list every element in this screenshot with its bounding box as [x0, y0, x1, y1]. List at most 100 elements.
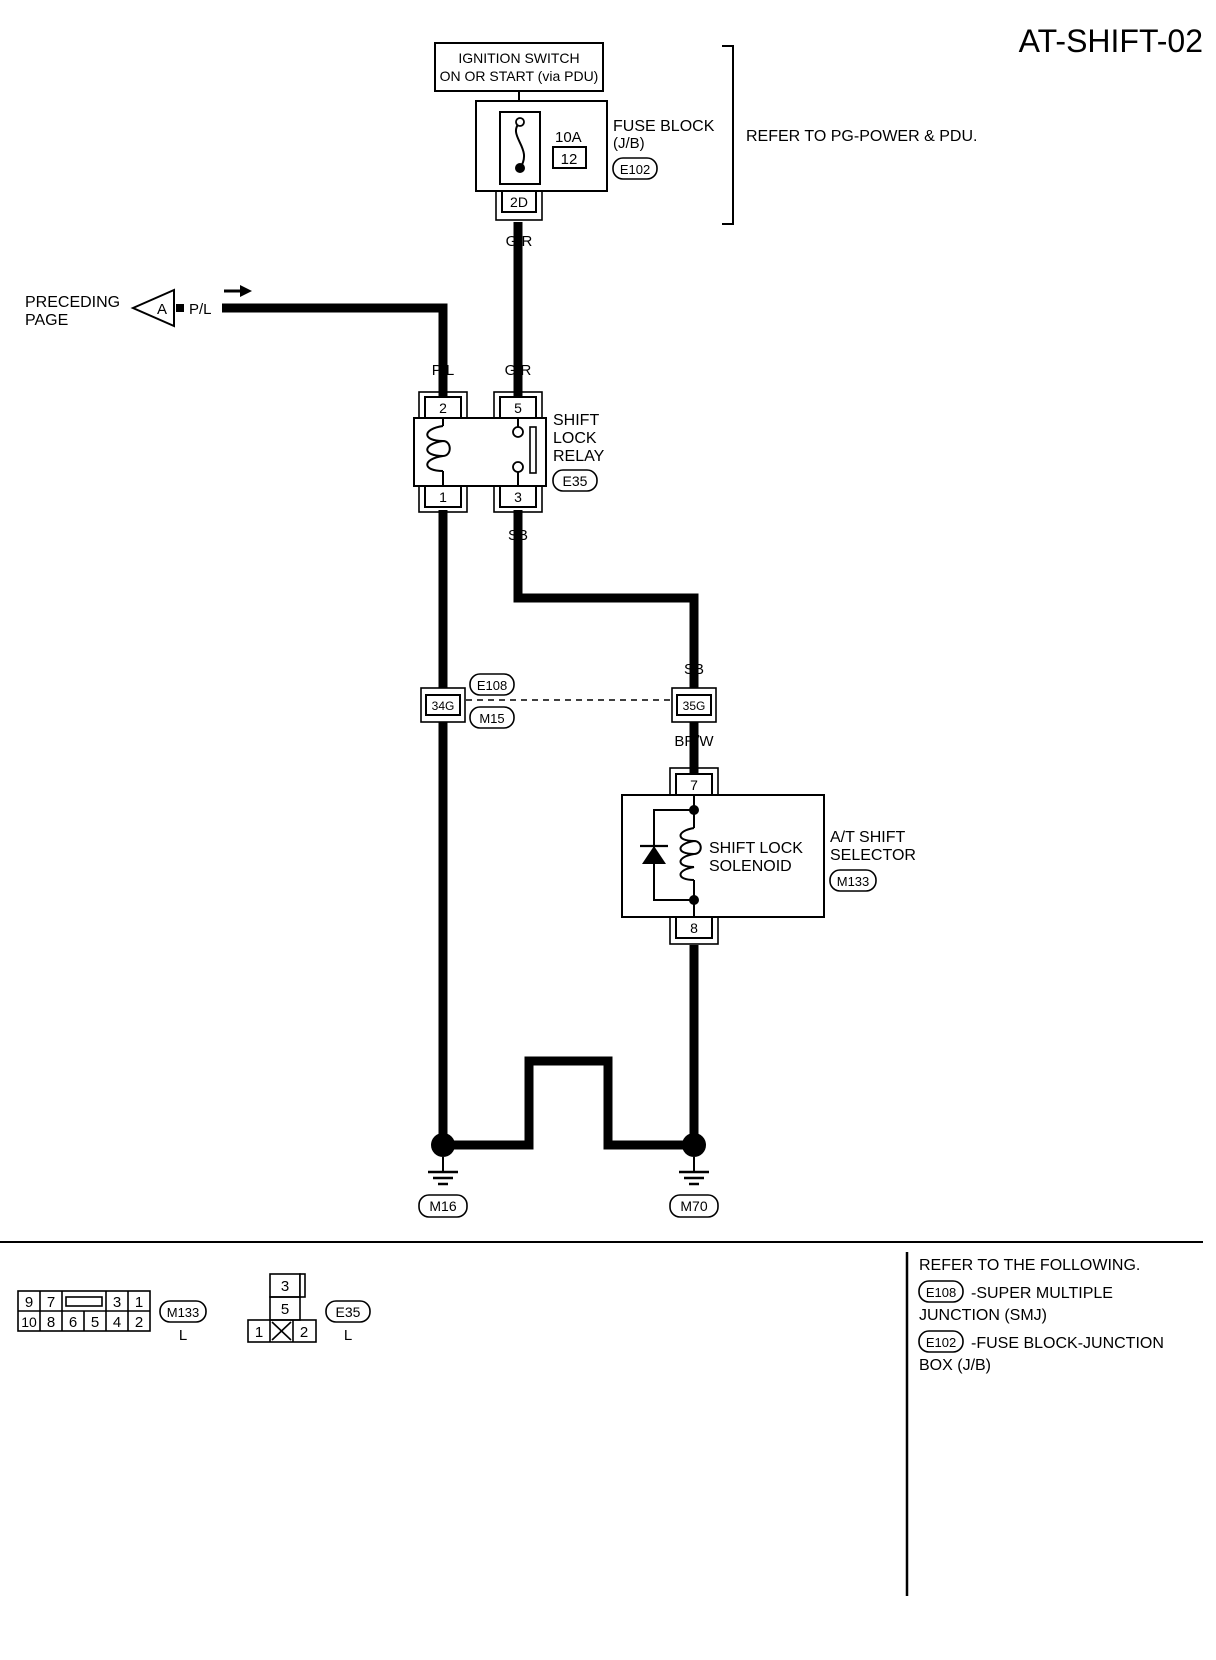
wire-label-b-selector: B [689, 963, 699, 980]
refer-bracket [722, 45, 734, 225]
refer-power-note: REFER TO PG-POWER & PDU. [746, 128, 977, 145]
relay-coil-icon [426, 418, 451, 486]
wire-label-sb-relay: SB [508, 527, 528, 544]
ground-m16-icon [428, 1133, 458, 1186]
refer-item-1-badge [918, 1280, 964, 1303]
wire-label-pl-preceding: P/L [189, 301, 212, 318]
fuse-bottom-dot [515, 163, 525, 173]
m133-pin-5: 5 [91, 1314, 99, 1331]
junction-connector-top-id: E108 [477, 678, 507, 693]
relay-t3-box [499, 485, 537, 508]
fuse-block-box [475, 100, 608, 192]
e35-pin-5: 5 [281, 1301, 289, 1318]
selector-label-1: A/T SHIFT [830, 829, 905, 846]
refer-item-1-line1: -SUPER MULTIPLE [971, 1285, 1113, 1302]
e35-view-id: E35 [336, 1304, 361, 1320]
wire-label-b-bridge-1: B [524, 1090, 534, 1107]
shift-lock-solenoid-icon [679, 795, 702, 917]
e35-view-color: L [344, 1327, 352, 1344]
ground-m70-badge [669, 1194, 719, 1218]
relay-switch-icon [512, 418, 537, 486]
fuse-terminal-box [501, 190, 537, 213]
selector-t8-box [675, 916, 713, 939]
preceding-label-2: PAGE [25, 312, 68, 329]
ignition-switch-box [434, 42, 604, 92]
relay-t1: 1 [439, 489, 447, 505]
junction-34g-box [425, 694, 461, 716]
wire-label-b-bridge-2: B [603, 1090, 613, 1107]
relay-connector-id: E35 [563, 473, 588, 489]
refer-item-1-id: E108 [926, 1285, 956, 1300]
m133-pin-4: 4 [113, 1314, 121, 1331]
fuse-number-box [552, 146, 587, 169]
refer-item-2-line1: -FUSE BLOCK-JUNCTION [971, 1335, 1164, 1352]
fuse-connector-badge [612, 157, 658, 180]
connector-view-m133: 9 7 3 1 10 8 6 5 4 2 M133 L [17, 1290, 207, 1344]
relay-connector-badge [552, 469, 598, 492]
wire-label-b-ground-1: B [438, 1090, 448, 1107]
e35-pin-2: 2 [300, 1324, 308, 1341]
ground-m70-icon [679, 1133, 709, 1186]
selector-connector-badge [829, 869, 877, 892]
preceding-label-1: PRECEDING [25, 294, 120, 311]
ground-m70-id: M70 [680, 1198, 707, 1214]
wire-label-b-junction-top: B [438, 661, 448, 678]
wire-label-b-junction-bottom: B [438, 733, 448, 750]
relay-label-2: LOCK [553, 430, 597, 447]
refer-following: REFER TO THE FOLLOWING. E108 -SUPER MULT… [918, 1257, 1164, 1374]
preceding-marker: A [157, 301, 167, 318]
page-title: AT-SHIFT-02 [1019, 23, 1203, 59]
m133-pin-8: 8 [47, 1314, 55, 1331]
refer-following-heading: REFER TO THE FOLLOWING. [919, 1257, 1140, 1274]
junction-34g: 34G [432, 699, 455, 713]
junction-connector-bottom-id: M15 [479, 711, 504, 726]
fuse-connector-id: E102 [620, 162, 650, 177]
signal-direction-icon [224, 285, 252, 297]
junction-35g-shell [671, 687, 717, 723]
wire-label-b-relay: B [438, 527, 448, 544]
preceding-terminal [176, 304, 184, 312]
solenoid-label-2: SOLENOID [709, 858, 792, 875]
relay-label-1: SHIFT [553, 412, 599, 429]
wire-label-gr-top: G/R [506, 233, 533, 250]
junction-connector-bottom-badge [469, 706, 515, 729]
refer-item-2-badge [918, 1330, 964, 1353]
ignition-switch-label-2: ON OR START (via PDU) [440, 68, 599, 84]
m133-pin-10: 10 [21, 1314, 37, 1330]
m133-pin-3: 3 [113, 1294, 121, 1311]
e35-pin-3: 3 [281, 1278, 289, 1295]
ground-m16-id: M16 [429, 1198, 456, 1214]
m133-pin-7: 7 [47, 1294, 55, 1311]
relay-t1-box [424, 485, 462, 508]
wire-ground-bridge [443, 1056, 694, 1150]
diode-icon [640, 809, 694, 901]
m133-pin-6: 6 [69, 1314, 77, 1331]
fuse-top-dot [515, 117, 525, 127]
ignition-switch-label-1: IGNITION SWITCH [458, 50, 579, 66]
junction-34g-shell [420, 687, 466, 723]
ground-m16-badge [418, 1194, 468, 1218]
preceding-arrow-icon [130, 288, 175, 328]
e35-view-badge [325, 1300, 371, 1323]
refer-item-1-line2: JUNCTION (SMJ) [919, 1307, 1047, 1324]
junction-connector-top-badge [469, 673, 515, 696]
junction-35g: 35G [683, 699, 706, 713]
wire-label-pl-relay: P/L [432, 362, 455, 379]
m133-pin-1: 1 [135, 1294, 143, 1311]
selector-connector-id: M133 [837, 874, 870, 889]
relay-t2: 2 [439, 400, 447, 416]
junction-35g-box [676, 694, 712, 716]
refer-item-2-line2: BOX (J/B) [919, 1357, 991, 1374]
selector-label-2: SELECTOR [830, 847, 916, 864]
relay-t3: 3 [514, 489, 522, 505]
m133-view-id: M133 [167, 1305, 200, 1320]
fuse-block-name-2: (J/B) [613, 135, 645, 152]
solenoid-label-1: SHIFT LOCK [709, 840, 803, 857]
selector-t8: 8 [690, 920, 698, 936]
m133-pin-9: 9 [25, 1294, 33, 1311]
fuse-block-name: FUSE BLOCK [613, 118, 715, 135]
fuse-terminal-2d: 2D [510, 194, 528, 210]
e35-pin-1: 1 [255, 1324, 263, 1341]
wire-pl [222, 303, 448, 402]
